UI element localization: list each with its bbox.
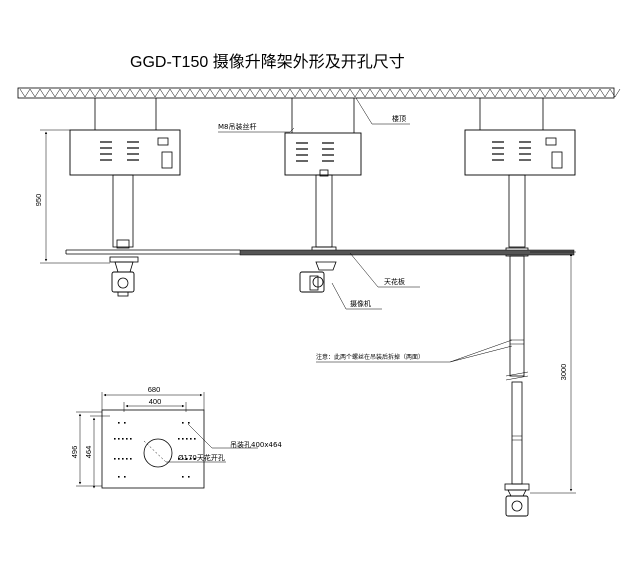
label-roof: 楼顶 — [392, 114, 406, 123]
roof-slab — [17, 87, 621, 99]
label-rod: M8吊装丝杆 — [218, 122, 257, 131]
label-note: 注意：此两个螺丝在吊装后拆掉（两面） — [316, 353, 424, 361]
dim-496-label: 496 — [70, 446, 79, 459]
dim-464-label: 464 — [84, 446, 93, 459]
dimension-950: 950 — [34, 129, 110, 264]
lift-unit-middle — [284, 98, 362, 293]
label-cutout: Ø170天花开孔 — [178, 453, 225, 462]
callout-ceiling: 天花板 — [349, 252, 420, 288]
dim-680-label: 680 — [148, 385, 161, 394]
callout-roof: 楼顶 — [355, 97, 410, 125]
label-ceiling: 天花板 — [384, 277, 405, 286]
callout-rod: M8吊装丝杆 — [218, 122, 295, 133]
label-camera: 摄像机 — [350, 299, 371, 308]
lift-unit-left — [65, 98, 240, 297]
page-title: GGD-T150 摄像升降架外形及开孔尺寸 — [130, 53, 405, 71]
lift-unit-right — [464, 98, 576, 517]
dimension-3000: 3000 — [530, 251, 576, 494]
mounting-plate: 680 400 496 464 吊装孔400x464 Ø170天花开孔 — [70, 385, 282, 489]
hole-pattern — [114, 422, 196, 478]
callout-camera: 摄像机 — [331, 282, 382, 310]
dim-950-label: 950 — [34, 194, 43, 207]
label-holes: 吊装孔400x464 — [230, 440, 282, 449]
vent-slots — [100, 141, 139, 161]
dim-400-label: 400 — [149, 397, 162, 406]
callout-note: 注意：此两个螺丝在吊装后拆掉（两面） — [316, 339, 513, 363]
ceiling-band — [239, 249, 575, 256]
dim-3000-label: 3000 — [559, 364, 568, 381]
